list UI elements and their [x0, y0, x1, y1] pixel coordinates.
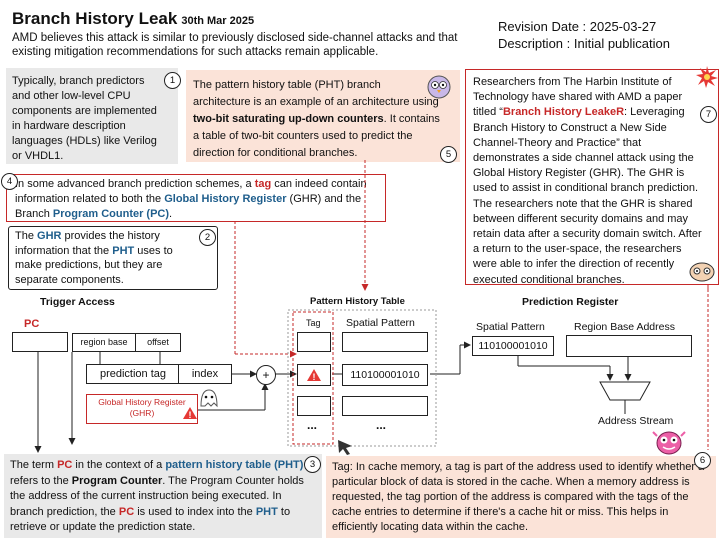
prediction-tag-box: prediction tag — [86, 364, 180, 384]
note-3: The term PC in the context of a pattern … — [4, 454, 322, 538]
pht-tag-row-3 — [297, 396, 331, 416]
xor-plus-node: + — [256, 365, 276, 385]
pht-tag-ellipsis: ... — [307, 418, 318, 432]
note-7: Researchers from The Harbin Institute of… — [465, 66, 719, 286]
pht-spatial-row-3 — [342, 396, 428, 416]
note-5-text: The pattern history table (PHT) branch a… — [193, 79, 440, 159]
title-date: 30th Mar 2025 — [181, 15, 255, 27]
cursor-hand-icon — [338, 440, 352, 455]
pht-spatial-ellipsis: ... — [376, 418, 387, 432]
region-base-address-label: Region Base Address — [574, 321, 675, 333]
note-4: In some advanced branch prediction schem… — [1, 173, 386, 222]
pc-label: PC — [24, 318, 40, 330]
revision-date: Revision Date : 2025-03-27 — [498, 19, 657, 34]
revision-info: Revision Date : 2025-03-27 Description :… — [498, 18, 670, 52]
pht-spatial-row-1 — [342, 332, 428, 352]
pc-box — [12, 332, 68, 352]
ghr-warning-icon: ! — [183, 407, 197, 420]
trigger-access-label: Trigger Access — [40, 296, 115, 308]
note-5: The pattern history table (PHT) branch a… — [186, 70, 460, 163]
index-box: index — [178, 364, 232, 384]
pht-tag-row-2: ! — [297, 364, 331, 386]
note-2-number: 2 — [199, 229, 216, 246]
note-6: Tag: In cache memory, a tag is part of t… — [326, 452, 716, 538]
monster-icon — [652, 431, 686, 455]
region-base-address-box — [566, 335, 692, 357]
region-base-box: region base — [72, 333, 136, 352]
offset-box: offset — [135, 333, 181, 352]
note-3-number: 3 — [304, 456, 321, 473]
note-6-text: Tag: In cache memory, a tag is part of t… — [332, 461, 705, 533]
note-3-text: The term PC in the context of a pattern … — [10, 459, 304, 533]
svg-text:!: ! — [189, 410, 192, 420]
face-icon — [689, 262, 715, 282]
pht-tag-column: Tag — [306, 318, 321, 328]
revision-description: Description : Initial publication — [498, 36, 670, 51]
burst-icon — [696, 66, 718, 88]
ghost-icon — [200, 389, 218, 408]
pht-spatial-column: Spatial Pattern — [346, 317, 415, 329]
title-text: Branch History Leak — [12, 9, 178, 28]
prediction-register-title: Prediction Register — [522, 296, 619, 308]
note-2: The GHR provides the history information… — [8, 226, 218, 290]
note-5-number: 5 — [440, 146, 457, 163]
pht-warning-icon: ! — [307, 369, 321, 382]
note-1: Typically, branch predictors and other l… — [6, 68, 181, 164]
pred-spatial-label: Spatial Pattern — [476, 321, 545, 333]
pht-tag-row-1 — [297, 332, 331, 352]
note-2-text: The GHR provides the history information… — [15, 230, 173, 286]
owl-icon — [427, 75, 451, 99]
pht-title: Pattern History Table — [310, 296, 405, 307]
pht-spatial-row-2: 110100001010 — [342, 364, 428, 386]
svg-text:!: ! — [313, 372, 316, 382]
note-4-text: In some advanced branch prediction schem… — [15, 178, 367, 220]
subtitle: AMD believes this attack is similar to p… — [12, 32, 458, 58]
note-7-number: 7 — [700, 106, 717, 123]
note-1-number: 1 — [164, 72, 181, 89]
ghr-box: Global History Register (GHR) — [86, 394, 198, 424]
note-7-text: Researchers from The Harbin Institute of… — [473, 76, 702, 286]
pred-spatial-box: 110100001010 — [472, 336, 554, 356]
note-1-text: Typically, branch predictors and other l… — [12, 75, 157, 162]
note-4-number: 4 — [1, 173, 18, 190]
note-6-number: 6 — [694, 452, 711, 469]
address-stream-label: Address Stream — [598, 415, 674, 427]
